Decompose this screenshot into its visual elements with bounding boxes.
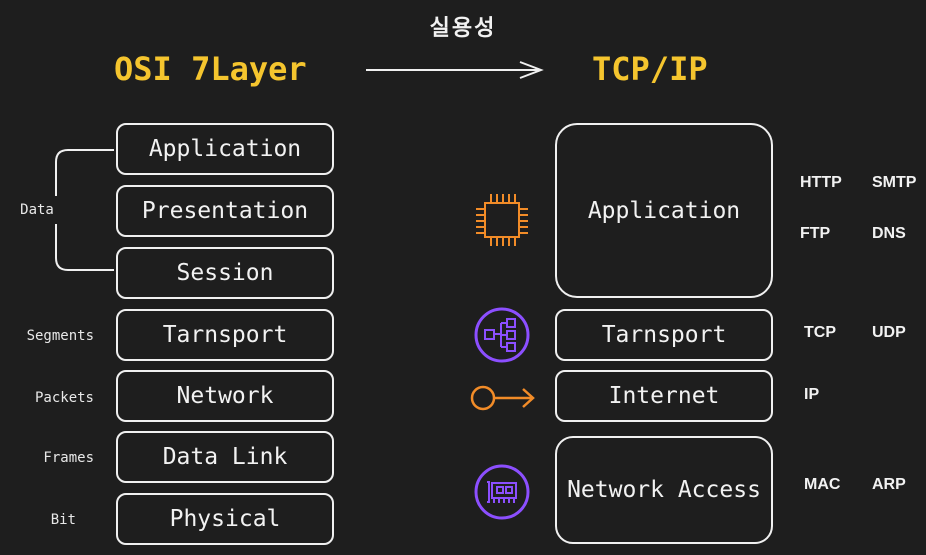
tcpip-layer-transport: Tarnsport bbox=[555, 309, 773, 361]
protocol-mac: MAC bbox=[804, 476, 841, 493]
protocol-arp: ARP bbox=[872, 476, 906, 493]
tcpip-layer-network-access: Network Access bbox=[555, 436, 773, 544]
unit-label-packets: Packets bbox=[34, 390, 94, 406]
right-arrow-icon bbox=[366, 61, 544, 79]
osi-layer-presentation: Presentation bbox=[116, 185, 334, 237]
practicality-label: 실용성 bbox=[429, 16, 497, 41]
protocol-smtp: SMTP bbox=[872, 174, 917, 191]
osi-layer-network: Network bbox=[116, 370, 334, 422]
protocol-ftp: FTP bbox=[800, 225, 831, 242]
osi-layer-physical: Physical bbox=[116, 493, 334, 545]
osi-layer-data-link: Data Link bbox=[116, 431, 334, 483]
data-group-label: Data bbox=[20, 202, 54, 218]
unit-label-segments: Segments bbox=[26, 328, 94, 344]
protocol-tcp: TCP bbox=[804, 324, 836, 341]
osi-title: OSI 7Layer bbox=[114, 50, 307, 88]
tcpip-layer-internet: Internet bbox=[555, 370, 773, 422]
data-bracket bbox=[55, 149, 114, 271]
network-card-icon bbox=[474, 464, 530, 520]
osi-layer-application: Application bbox=[116, 123, 334, 175]
chip-icon bbox=[476, 194, 528, 246]
unit-label-bit: Bit bbox=[50, 512, 76, 528]
osi-layer-session: Session bbox=[116, 247, 334, 299]
protocol-http: HTTP bbox=[800, 174, 842, 191]
protocol-udp: UDP bbox=[872, 324, 906, 341]
circle-arrow-icon bbox=[470, 385, 535, 411]
osi-layer-transport: Tarnsport bbox=[116, 309, 334, 361]
protocol-ip: IP bbox=[804, 386, 820, 403]
tcpip-title: TCP/IP bbox=[592, 50, 708, 88]
tcpip-layer-application: Application bbox=[555, 123, 773, 298]
protocol-dns: DNS bbox=[872, 225, 906, 242]
unit-label-frames: Frames bbox=[43, 450, 94, 466]
transport-nodes-icon bbox=[474, 307, 530, 363]
